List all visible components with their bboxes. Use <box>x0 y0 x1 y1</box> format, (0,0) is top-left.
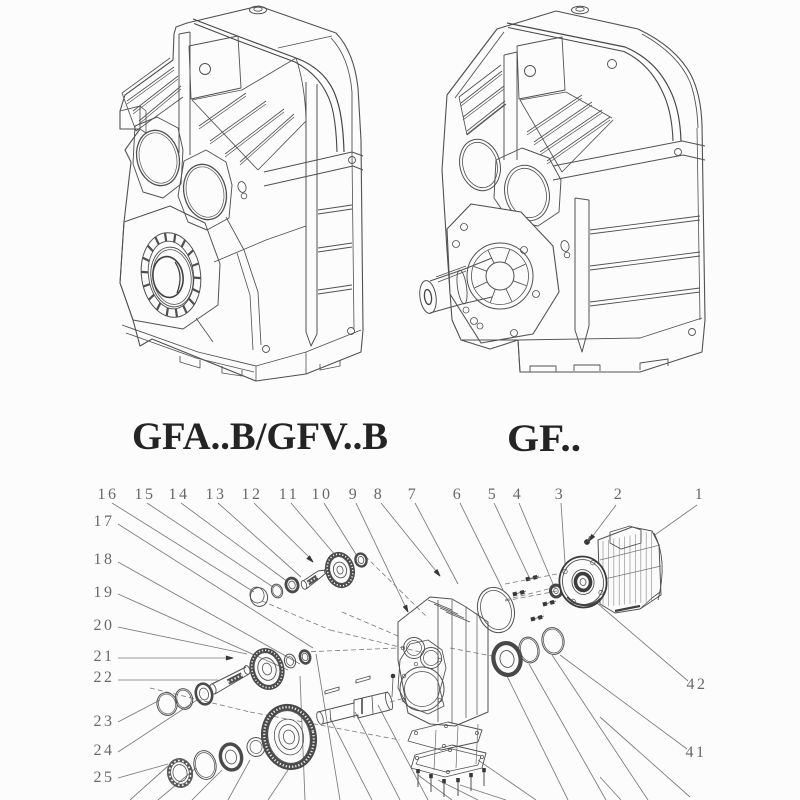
svg-text:3: 3 <box>555 486 566 503</box>
svg-text:21: 21 <box>94 648 115 665</box>
svg-text:19: 19 <box>94 584 115 601</box>
svg-text:18: 18 <box>94 551 115 568</box>
svg-text:23: 23 <box>94 713 115 730</box>
svg-text:25: 25 <box>94 769 115 786</box>
svg-text:12: 12 <box>242 486 263 503</box>
svg-text:GFA..B/GFV..B: GFA..B/GFV..B <box>132 415 388 458</box>
svg-text:14: 14 <box>169 486 190 503</box>
svg-text:5: 5 <box>488 486 499 503</box>
svg-text:9: 9 <box>349 486 360 503</box>
svg-text:6: 6 <box>453 486 464 503</box>
svg-text:24: 24 <box>94 742 115 759</box>
svg-text:17: 17 <box>94 513 115 530</box>
svg-text:42: 42 <box>687 676 708 693</box>
svg-text:15: 15 <box>135 486 156 503</box>
svg-text:1: 1 <box>695 486 706 503</box>
svg-text:11: 11 <box>279 486 299 503</box>
svg-text:22: 22 <box>94 669 115 686</box>
svg-text:7: 7 <box>408 486 419 503</box>
svg-text:16: 16 <box>98 486 119 503</box>
svg-text:2: 2 <box>614 486 625 503</box>
svg-text:GF..: GF.. <box>507 417 581 460</box>
svg-text:10: 10 <box>312 486 333 503</box>
svg-text:8: 8 <box>374 486 385 503</box>
svg-text:20: 20 <box>94 617 115 634</box>
svg-text:4: 4 <box>513 486 524 503</box>
svg-text:41: 41 <box>686 744 707 761</box>
svg-text:13: 13 <box>206 486 227 503</box>
